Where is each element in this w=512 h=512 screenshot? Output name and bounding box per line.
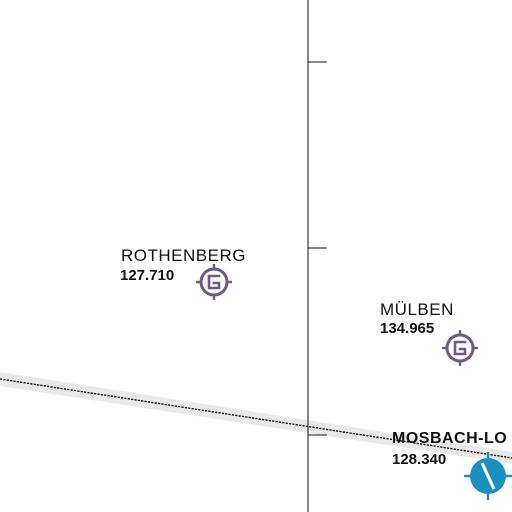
vor-navaid-icon[interactable] [464, 452, 512, 500]
station-frequency: 127.710 [120, 267, 175, 284]
station-name: MÜLBEN [380, 300, 454, 319]
station-frequency: 128.340 [392, 451, 447, 468]
station-name: MOSBACH-LO [392, 430, 508, 447]
airway-route-line [0, 378, 512, 459]
glider-site-icon[interactable] [196, 264, 232, 300]
station-name: ROTHENBERG [121, 246, 246, 265]
glider-site-icon[interactable] [442, 330, 478, 366]
station-frequency: 134.965 [380, 320, 435, 337]
